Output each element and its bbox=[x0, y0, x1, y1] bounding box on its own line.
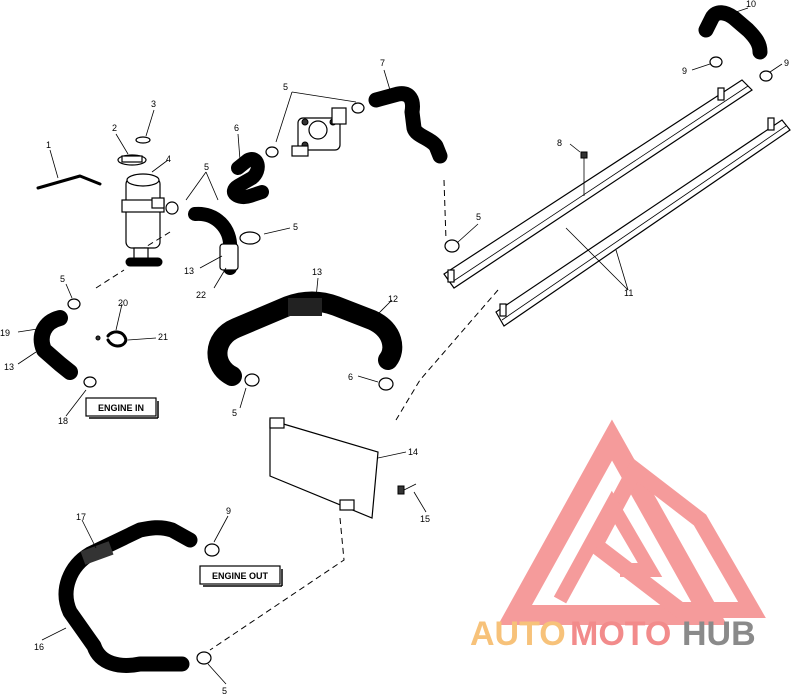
callout-9-a: 9 bbox=[682, 66, 687, 76]
part-3-gasket bbox=[135, 136, 151, 144]
callout-19: 19 bbox=[0, 328, 10, 338]
callout-3: 3 bbox=[151, 99, 156, 109]
part-19-hose bbox=[33, 310, 78, 380]
part-15-screw bbox=[397, 483, 417, 495]
part-10-hose bbox=[698, 5, 768, 60]
engine-out-box: ENGINE OUT bbox=[199, 565, 283, 587]
clamps bbox=[67, 56, 773, 665]
watermark-auto: AUTO bbox=[470, 615, 566, 653]
callout-20: 20 bbox=[118, 298, 128, 308]
callout-2: 2 bbox=[112, 123, 117, 133]
callout-14: 14 bbox=[408, 447, 418, 457]
callout-11: 11 bbox=[624, 288, 633, 298]
engine-in-box: ENGINE IN bbox=[85, 397, 159, 419]
watermark-moto: MOTO bbox=[570, 615, 671, 653]
callout-15: 15 bbox=[420, 514, 430, 524]
callout-8: 8 bbox=[557, 138, 562, 148]
part-16-hose bbox=[58, 520, 198, 673]
callout-13-a: 13 bbox=[184, 266, 194, 276]
callout-5-d: 5 bbox=[60, 274, 65, 284]
callout-9-b: 9 bbox=[784, 58, 789, 68]
callout-1: 1 bbox=[46, 140, 51, 150]
callout-5-c: 5 bbox=[293, 222, 298, 232]
callout-5-e: 5 bbox=[476, 212, 481, 222]
thermostat-housing bbox=[291, 107, 347, 157]
automotohub-logo bbox=[498, 419, 766, 625]
callout-5-f: 5 bbox=[232, 408, 237, 418]
callout-4: 4 bbox=[166, 154, 171, 164]
callout-9-c: 9 bbox=[226, 506, 231, 516]
callout-7: 7 bbox=[380, 58, 385, 68]
callout-10: 10 bbox=[746, 0, 756, 9]
part-21-clip bbox=[95, 330, 128, 348]
engine-out-label: ENGINE OUT bbox=[212, 571, 269, 581]
part-12-hose bbox=[207, 291, 403, 386]
callout-17: 17 bbox=[76, 512, 86, 522]
engine-in-label: ENGINE IN bbox=[98, 403, 144, 413]
callout-5-b: 5 bbox=[283, 82, 288, 92]
part-6-hose bbox=[227, 152, 269, 204]
callout-5-a: 5 bbox=[204, 162, 209, 172]
callout-18: 18 bbox=[58, 416, 68, 426]
callout-22: 22 bbox=[196, 290, 206, 300]
watermark-hub: HUB bbox=[682, 615, 756, 653]
callout-6-b: 6 bbox=[234, 123, 239, 133]
leader-lines bbox=[17, 7, 783, 685]
callout-16: 16 bbox=[34, 642, 44, 652]
part-22-fitting bbox=[188, 206, 239, 275]
callout-12: 12 bbox=[388, 294, 398, 304]
callout-13-b: 13 bbox=[312, 267, 322, 277]
part-8-bolt bbox=[580, 151, 588, 196]
callout-6-a: 6 bbox=[348, 372, 353, 382]
part-4-reservoir bbox=[121, 173, 165, 267]
callout-5-g: 5 bbox=[222, 686, 227, 696]
part-14-plate bbox=[269, 417, 379, 519]
part-2-cap bbox=[117, 154, 147, 166]
part-11-rails bbox=[443, 79, 791, 327]
part-1-rod bbox=[36, 174, 102, 190]
callout-21: 21 bbox=[158, 332, 168, 342]
callout-13-c: 13 bbox=[4, 362, 14, 372]
part-7-hose bbox=[368, 86, 448, 164]
routing-lines bbox=[95, 179, 499, 651]
